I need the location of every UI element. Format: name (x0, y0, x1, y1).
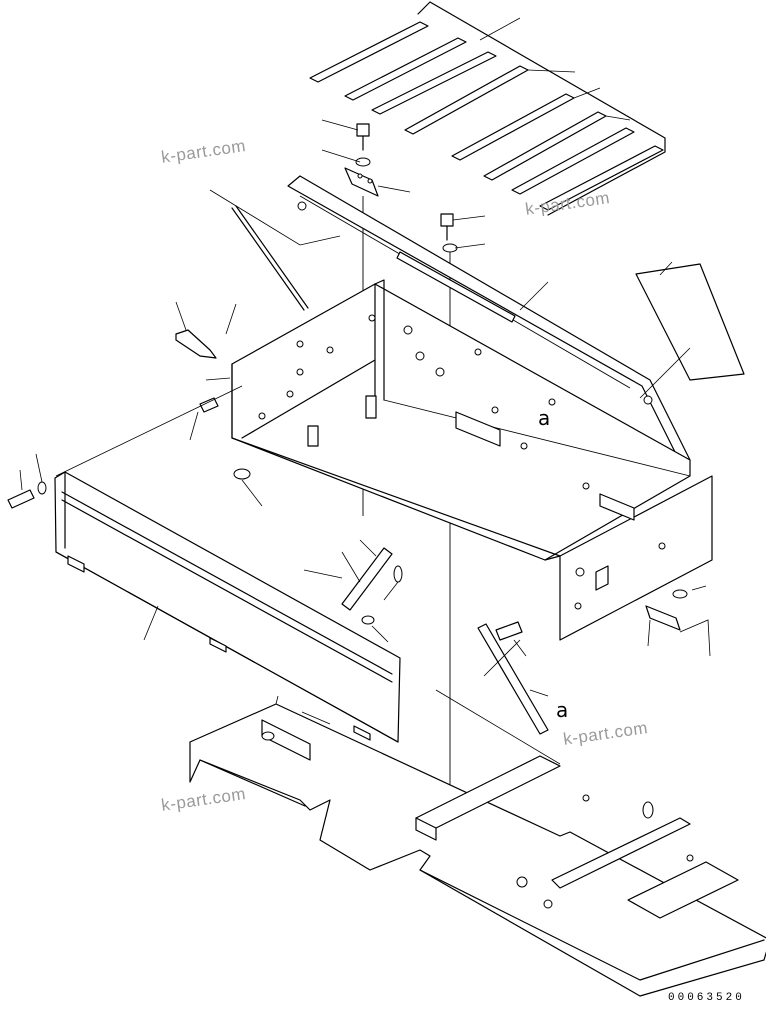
small-fasteners (303, 530, 711, 810)
view-mark-a-lower: a (556, 698, 569, 722)
drawing-number: 00063520 (668, 992, 745, 1004)
support-rod (209, 189, 341, 311)
view-mark-a-upper: a (538, 406, 551, 430)
left-pins (7, 301, 237, 509)
manual-sheet (635, 261, 745, 399)
front-panel (54, 385, 401, 743)
floor-plate (189, 689, 766, 997)
top-cover-slats (309, 1, 666, 216)
box-body (231, 279, 713, 641)
